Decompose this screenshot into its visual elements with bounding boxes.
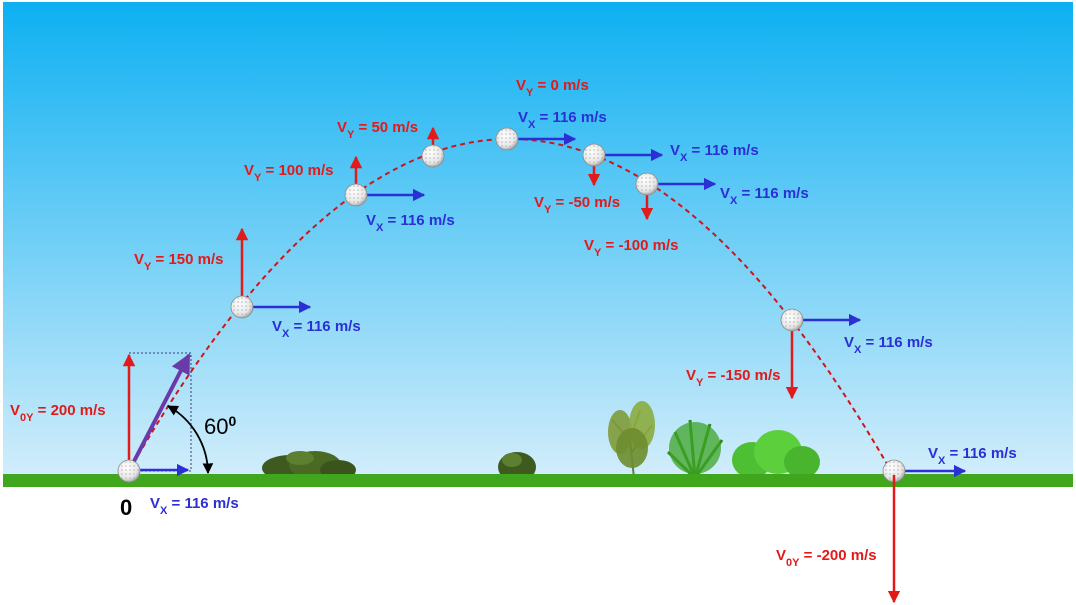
vy-label-1: VY = 100 m/s [244, 162, 334, 184]
ball-2-dimples [422, 145, 444, 167]
ball-6-dimples [781, 309, 803, 331]
sky-background [3, 2, 1073, 482]
vx-label-0: VX = 116 m/s [272, 318, 361, 340]
ball-3-dimples [496, 128, 518, 150]
shrub-fern [666, 419, 724, 480]
origin-label: 0 [120, 495, 132, 520]
start-vx-label: VX = 116 m/s [150, 495, 239, 517]
ball-start-dimples [118, 460, 140, 482]
ball-5-dimples [636, 173, 658, 195]
trajectory-marks: VY = 150 m/s VX = 116 m/s VY = 100 m/s VX =… [10, 77, 1017, 569]
vy-label-2: VY = 50 m/s [337, 119, 418, 141]
end-vx-label: VX = 116 m/s [928, 445, 1017, 467]
vx-label-3: VX = 116 m/s [518, 109, 607, 131]
vx-label-4: VX = 116 m/s [670, 142, 759, 164]
angle-arc [167, 405, 214, 475]
ball-0-dimples [231, 296, 253, 318]
v0-arrow [127, 353, 191, 472]
vy-label-3: VY = 0 m/s [516, 77, 589, 99]
shrub-olive [608, 401, 655, 479]
vy-label-5: VY = -100 m/s [584, 237, 679, 259]
ball-4-dimples [583, 144, 605, 166]
trajectory-curve [128, 138, 894, 475]
vx-label-5: VX = 116 m/s [720, 185, 809, 207]
vx-label-6: VX = 116 m/s [844, 334, 933, 356]
ground-grass [3, 474, 1073, 487]
bush-bright-green [732, 430, 820, 478]
ball-end-dimples [883, 460, 905, 482]
vy-label-0: VY = 150 m/s [134, 251, 224, 273]
angle-label: 600 [204, 413, 236, 439]
vx-label-1: VX = 116 m/s [366, 212, 455, 234]
start-v0y-label: V0Y = 200 m/s [10, 402, 106, 424]
vy-label-4: VY = -50 m/s [534, 194, 620, 216]
end-v0y-label: V0Y = -200 m/s [776, 547, 877, 569]
ball-1-dimples [345, 184, 367, 206]
vy-label-6: VY = -150 m/s [686, 367, 781, 389]
